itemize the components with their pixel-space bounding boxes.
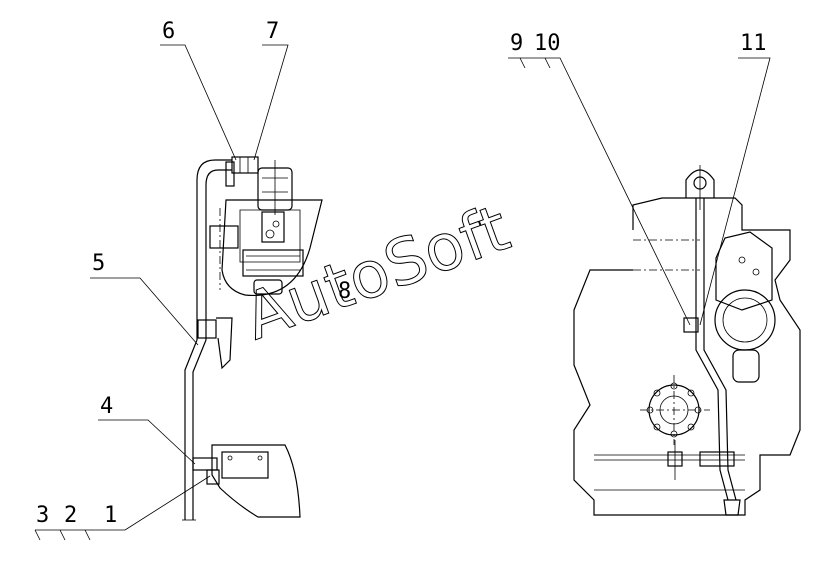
callout-2: 2	[64, 503, 77, 528]
right-view	[573, 165, 801, 516]
leader-lines	[34, 44, 771, 541]
callout-labels: 3 2 1 4 5 6 7 9 10 11 8	[36, 19, 767, 528]
callout-6: 6	[162, 19, 175, 44]
callout-4: 4	[100, 394, 113, 419]
callout-7: 7	[266, 19, 279, 44]
callout-8: 8	[338, 279, 351, 304]
callout-9: 9	[510, 31, 523, 56]
callout-5: 5	[92, 251, 105, 276]
callout-10: 10	[534, 31, 561, 56]
left-view	[182, 156, 323, 521]
callout-1: 1	[104, 503, 117, 528]
callout-3: 3	[36, 503, 49, 528]
callout-11: 11	[740, 31, 767, 56]
watermark: AutoSoft	[235, 191, 519, 355]
